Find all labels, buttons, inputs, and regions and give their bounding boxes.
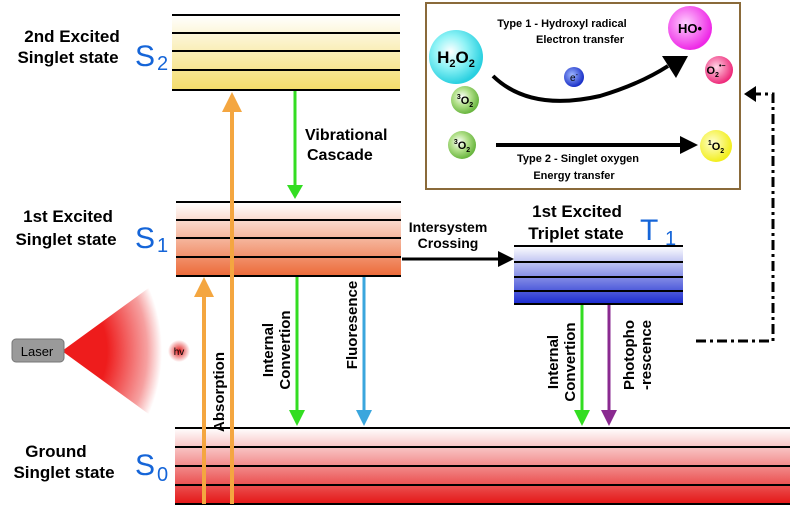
svg-text:Singlet state: Singlet state — [17, 48, 118, 67]
svg-text:2: 2 — [157, 53, 168, 75]
s2-band — [172, 14, 400, 91]
vibrational-label-1: Vibrational — [305, 127, 387, 144]
svg-text:O2•−: O2•− — [706, 63, 725, 79]
s2-label: 2nd Excited Singlet state S 2 — [17, 27, 168, 75]
triplet-oxygen-1: 3O2 — [451, 86, 479, 114]
svg-text:e-: e- — [570, 72, 579, 84]
superoxide: O2•− — [705, 56, 733, 84]
intersystem-crossing-arrow — [402, 251, 514, 267]
svg-text:Singlet state: Singlet state — [13, 463, 114, 482]
s0-symbol: S — [135, 449, 155, 482]
svg-text:Singlet state: Singlet state — [15, 230, 116, 249]
type2-label: Type 2 - Singlet oxygen — [517, 153, 639, 165]
ros-inset: Type 1 - Hydroxyl radical Electron trans… — [425, 2, 741, 190]
svg-text:HO•: HO• — [678, 21, 703, 36]
svg-text:Photopho: Photopho — [621, 320, 638, 390]
svg-text:Crossing: Crossing — [418, 235, 479, 251]
s0-label: Ground Singlet state S 0 — [13, 442, 168, 486]
internal-conversion-arrow-s1 — [289, 277, 305, 426]
fluorescence-label: Fluoresence — [344, 281, 361, 369]
svg-text:3O2: 3O2 — [454, 139, 470, 154]
svg-text:-rescence: -rescence — [638, 320, 655, 390]
svg-text:3O2: 3O2 — [457, 94, 473, 109]
ros-connector-arrow — [696, 86, 775, 343]
h2o2-molecule: H2O2 — [429, 30, 483, 84]
svg-text:1st Excited: 1st Excited — [23, 207, 113, 226]
svg-text:Internal: Internal — [260, 323, 277, 377]
svg-text:hv: hv — [174, 347, 185, 358]
svg-text:Intersystem: Intersystem — [409, 219, 488, 235]
s1-symbol: S — [135, 222, 155, 255]
t1-label: 1st Excited Triplet state T 1 — [528, 202, 676, 250]
photon-hv: hv — [168, 340, 190, 362]
absorption-arrows — [194, 92, 242, 504]
vibrational-cascade-arrow — [287, 91, 303, 199]
svg-text:0: 0 — [157, 464, 168, 486]
s0-band — [175, 427, 790, 505]
laser-label: Laser — [21, 344, 54, 359]
svg-text:H2O2: H2O2 — [437, 48, 475, 70]
s2-symbol: S — [135, 40, 155, 73]
phosphorescence-arrow — [601, 305, 617, 426]
svg-text:1st Excited: 1st Excited — [532, 202, 622, 221]
type1-arrow — [491, 64, 670, 103]
svg-text:Convertion: Convertion — [277, 310, 294, 389]
svg-text:2nd Excited: 2nd Excited — [24, 27, 119, 46]
t1-band — [514, 245, 683, 305]
laser-beam — [62, 287, 162, 415]
electron: e- — [564, 67, 584, 87]
svg-text:Convertion: Convertion — [562, 322, 579, 401]
laser-device: Laser — [11, 338, 65, 363]
s1-band — [176, 201, 401, 277]
svg-text:Ground: Ground — [25, 442, 86, 461]
t1-symbol: T — [640, 214, 658, 247]
svg-text:Energy transfer: Energy transfer — [533, 170, 615, 182]
svg-text:1: 1 — [665, 228, 676, 250]
type1-label: Type 1 - Hydroxyl radical — [497, 18, 626, 30]
vibrational-label-2: Cascade — [307, 147, 373, 164]
singlet-oxygen: 1O2 — [700, 130, 732, 162]
svg-text:1O2: 1O2 — [708, 140, 724, 155]
svg-text:Electron transfer: Electron transfer — [536, 34, 625, 46]
triplet-oxygen-2: 3O2 — [448, 131, 476, 159]
s1-label: 1st Excited Singlet state S 1 — [15, 207, 168, 257]
internal-conversion-arrow-t1 — [574, 305, 590, 426]
svg-text:Triplet state: Triplet state — [528, 224, 623, 243]
hydroxyl-radical: HO• — [668, 6, 712, 50]
svg-text:1: 1 — [157, 235, 168, 257]
svg-text:Internal: Internal — [545, 335, 562, 389]
fluorescence-arrow — [356, 277, 372, 426]
absorption-label: Absorption — [211, 352, 228, 432]
